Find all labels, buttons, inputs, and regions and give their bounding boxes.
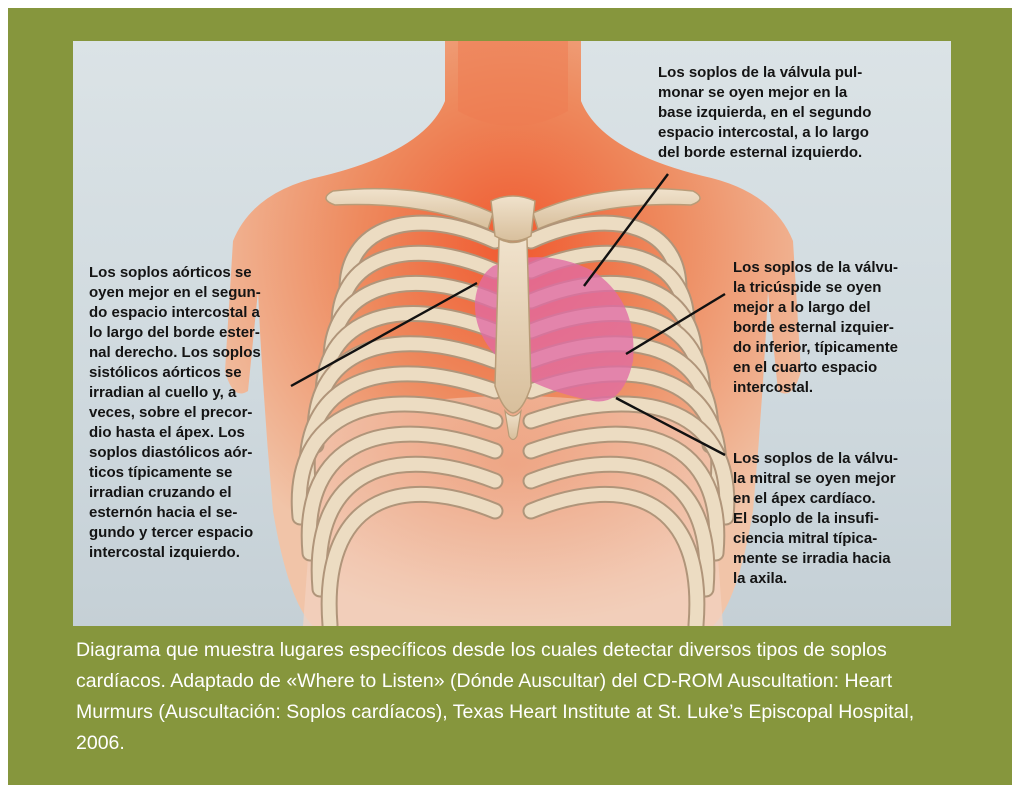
aortic-valve-label: Los soplos aórticos se oyen mejor en el … (89, 263, 334, 563)
tricuspid-valve-label: Los soplos de la válvu- la tricúspide se… (733, 258, 948, 398)
figure-caption: Diagrama que muestra lugares específicos… (76, 635, 956, 759)
chest-illustration: Los soplos de la válvula pul- monar se o… (73, 41, 951, 626)
pulmonary-valve-label: Los soplos de la válvula pul- monar se o… (658, 63, 948, 163)
neck (458, 41, 568, 126)
mitral-valve-label: Los soplos de la válvu- la mitral se oye… (733, 449, 948, 589)
figure-frame: Los soplos de la válvula pul- monar se o… (8, 8, 1012, 785)
